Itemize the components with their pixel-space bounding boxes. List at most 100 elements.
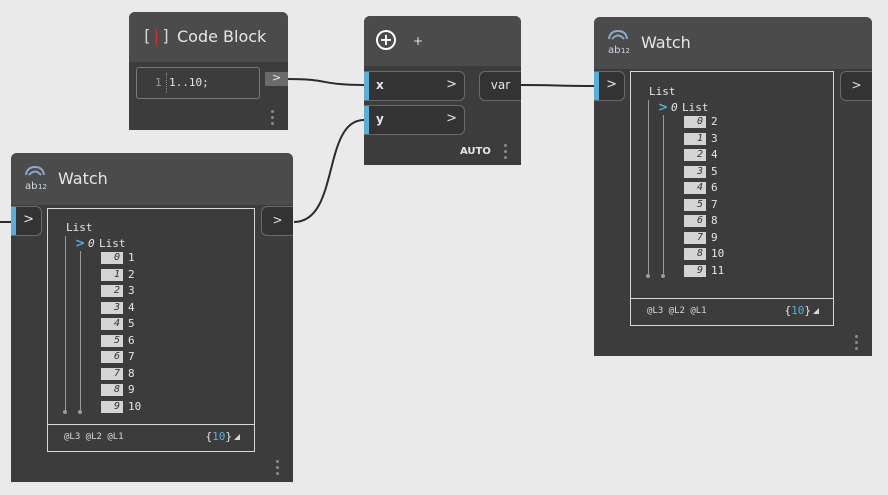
item-value: 7	[128, 350, 135, 363]
output-port[interactable]: >	[265, 71, 288, 86]
item-value: 2	[711, 115, 718, 128]
level-indicators[interactable]: @L3 @L2 @L1	[64, 432, 124, 442]
svg-text:12: 12	[621, 47, 630, 55]
item-value: 10	[128, 399, 142, 413]
sublist-label: List	[99, 237, 126, 250]
item-index: 9	[101, 400, 123, 413]
input-port[interactable]: >	[11, 206, 42, 236]
port-arrow: >	[446, 77, 457, 92]
item-value: 5	[711, 164, 718, 178]
tree-line	[663, 115, 664, 275]
item-value: 4	[711, 148, 718, 161]
item-index: 8	[101, 384, 123, 396]
item-value: 1	[128, 251, 135, 264]
wire-watch-to-y	[293, 119, 365, 223]
node-menu-dots[interactable]	[274, 460, 280, 478]
item-value: 6	[128, 333, 135, 347]
add-node[interactable]: + + x > y > var AUTO	[364, 16, 521, 165]
list-root-label: List	[66, 221, 93, 234]
sublist-index: 0	[88, 237, 95, 250]
code-block-node[interactable]: [|] Code Block 1 1..10; >	[129, 12, 288, 130]
port-arrow: >	[606, 77, 617, 92]
item-value: 9	[128, 383, 135, 396]
item-index: 0	[101, 252, 123, 264]
svg-text:ab: ab	[25, 181, 37, 191]
item-value: 5	[128, 317, 135, 330]
item-index: 8	[684, 248, 706, 260]
tree-line	[65, 236, 66, 411]
item-index: 5	[684, 198, 706, 211]
item-index: 3	[101, 301, 123, 314]
input-port-x[interactable]: x >	[364, 71, 465, 101]
sublist-label: List	[682, 101, 709, 114]
port-connected-bar	[364, 72, 369, 100]
line-number: 1	[155, 76, 162, 89]
list-root-label: List	[649, 85, 676, 98]
port-label: var	[490, 78, 511, 92]
port-connected-bar	[11, 207, 16, 235]
node-header	[11, 153, 293, 205]
port-arrow: >	[23, 212, 34, 227]
item-value: 6	[711, 181, 718, 194]
sublist-index: 0	[671, 101, 678, 114]
item-index: 6	[101, 351, 123, 363]
tree-node-dot	[78, 410, 82, 414]
level-indicators[interactable]: @L3 @L2 @L1	[647, 306, 707, 316]
item-index: 1	[101, 268, 123, 281]
item-value: 10	[711, 247, 725, 260]
node-header	[129, 12, 288, 62]
item-value: 7	[711, 197, 718, 211]
input-port[interactable]: >	[594, 71, 625, 101]
expand-chevron-icon[interactable]: >	[658, 100, 669, 114]
port-connected-bar	[364, 106, 369, 134]
item-index: 4	[101, 318, 123, 330]
output-port[interactable]: >	[261, 206, 293, 236]
input-port-y[interactable]: y >	[364, 105, 465, 135]
node-title: Watch	[58, 169, 108, 188]
item-index: 3	[684, 165, 706, 178]
lacing-label[interactable]: AUTO	[460, 146, 491, 157]
item-value: 11	[711, 263, 725, 277]
wire-code-to-x	[287, 78, 365, 86]
tree-line	[648, 100, 649, 275]
item-value: 8	[128, 366, 135, 380]
port-arrow: >	[446, 111, 457, 126]
tree-line	[80, 251, 81, 411]
code-text[interactable]: 1..10;	[169, 76, 209, 89]
code-block-icon: [|]	[142, 26, 171, 45]
resize-grip-icon	[813, 308, 819, 314]
item-index: 7	[101, 367, 123, 380]
svg-text:ab: ab	[608, 45, 620, 55]
item-index: 6	[684, 215, 706, 227]
output-port[interactable]: >	[840, 71, 872, 101]
node-menu-dots[interactable]	[853, 335, 859, 353]
wire-var-to-watch	[520, 84, 597, 87]
node-menu-dots[interactable]	[269, 110, 275, 128]
port-label: x	[376, 78, 384, 92]
tree-node-dot	[646, 274, 650, 278]
output-port-var[interactable]: var	[479, 71, 521, 101]
expand-chevron-icon[interactable]: >	[75, 236, 86, 250]
port-arrow: >	[851, 78, 862, 92]
node-title: +	[413, 34, 424, 48]
port-connected-bar	[594, 72, 599, 100]
node-menu-dots[interactable]	[502, 144, 508, 162]
item-value: 8	[711, 214, 718, 227]
svg-text:12: 12	[38, 183, 47, 191]
tree-node-dot	[661, 274, 665, 278]
item-index: 7	[684, 231, 706, 244]
watch-footer: @L3 @L2 @L1 {10}	[631, 298, 833, 325]
item-index: 4	[684, 182, 706, 194]
resize-grip-icon	[234, 434, 240, 440]
item-index: 2	[684, 149, 706, 161]
code-editor[interactable]: 1 1..10;	[136, 67, 260, 99]
item-value: 3	[128, 284, 135, 297]
item-value: 3	[711, 131, 718, 145]
node-title: Watch	[641, 33, 691, 52]
port-arrow: >	[272, 213, 283, 227]
